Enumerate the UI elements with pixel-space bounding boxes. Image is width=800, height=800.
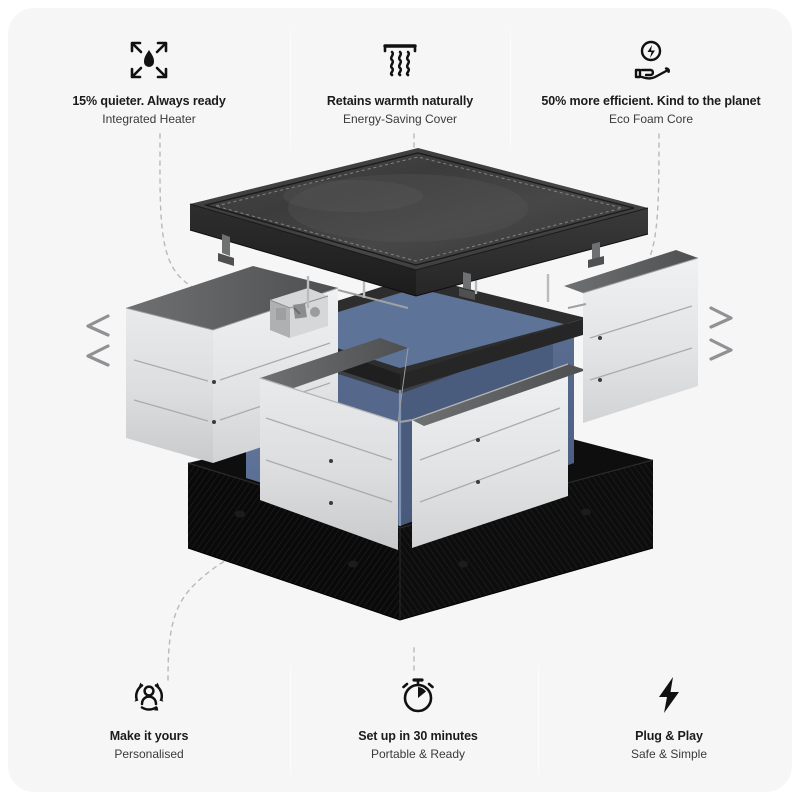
foam-panel-front-right bbox=[411, 363, 586, 548]
cover-pull-tabs bbox=[293, 307, 301, 315]
layer-insulated-top-cover bbox=[189, 148, 649, 297]
features-top-row: 15% quieter. Always ready Integrated Hea… bbox=[8, 38, 792, 127]
feature-integrated-heater: 15% quieter. Always ready Integrated Hea… bbox=[8, 38, 290, 127]
feature-title: 15% quieter. Always ready bbox=[72, 94, 226, 108]
feature-divider-bottom-1 bbox=[290, 660, 291, 780]
exploded-product-diagram bbox=[8, 8, 792, 792]
stopwatch-icon bbox=[398, 673, 438, 717]
foam-panel-back-right bbox=[564, 250, 699, 423]
feature-personalised: Make it yours Personalised bbox=[8, 673, 290, 762]
heat-retention-cover-icon bbox=[380, 38, 420, 82]
feature-quick-setup: Set up in 30 minutes Portable & Ready bbox=[290, 673, 546, 762]
lightning-bolt-icon bbox=[652, 673, 686, 717]
flame-expand-icon bbox=[128, 38, 170, 82]
airflow-markers-left bbox=[86, 314, 110, 367]
leader-line-personalise bbox=[167, 552, 241, 681]
foam-panel-front-left bbox=[259, 338, 409, 550]
personalise-person-cycle-icon bbox=[128, 673, 170, 717]
feature-subtitle: Safe & Simple bbox=[630, 747, 708, 761]
feature-subtitle: Portable & Ready bbox=[370, 747, 466, 761]
feature-subtitle: Energy-Saving Cover bbox=[342, 112, 458, 126]
feature-subtitle: Eco Foam Core bbox=[608, 112, 694, 126]
feature-energy-saving-cover: Retains warmth naturally Energy-Saving C… bbox=[290, 38, 510, 127]
cover-clasps bbox=[218, 234, 604, 300]
feature-divider-top-1 bbox=[290, 26, 291, 154]
feature-plug-and-play: Plug & Play Safe & Simple bbox=[546, 673, 792, 762]
feature-title: Plug & Play bbox=[635, 729, 703, 743]
eco-energy-hand-icon bbox=[630, 38, 672, 82]
feature-eco-foam-core: 50% more efficient. Kind to the planet E… bbox=[510, 38, 792, 127]
features-bottom-row: Make it yours Personalised Set up in 30 … bbox=[8, 673, 792, 762]
feature-title: Retains warmth naturally bbox=[326, 94, 474, 108]
panel-connector-rails bbox=[337, 289, 587, 423]
feature-title: Make it yours bbox=[109, 729, 189, 743]
feature-title: 50% more efficient. Kind to the planet bbox=[541, 94, 761, 108]
airflow-markers-right bbox=[709, 306, 733, 361]
product-feature-card: 15% quieter. Always ready Integrated Hea… bbox=[8, 8, 792, 792]
feature-divider-top-2 bbox=[510, 26, 511, 154]
feature-title: Set up in 30 minutes bbox=[358, 729, 478, 743]
feature-divider-bottom-2 bbox=[538, 660, 539, 780]
feature-subtitle: Integrated Heater bbox=[102, 112, 196, 126]
feature-subtitle: Personalised bbox=[114, 747, 184, 761]
